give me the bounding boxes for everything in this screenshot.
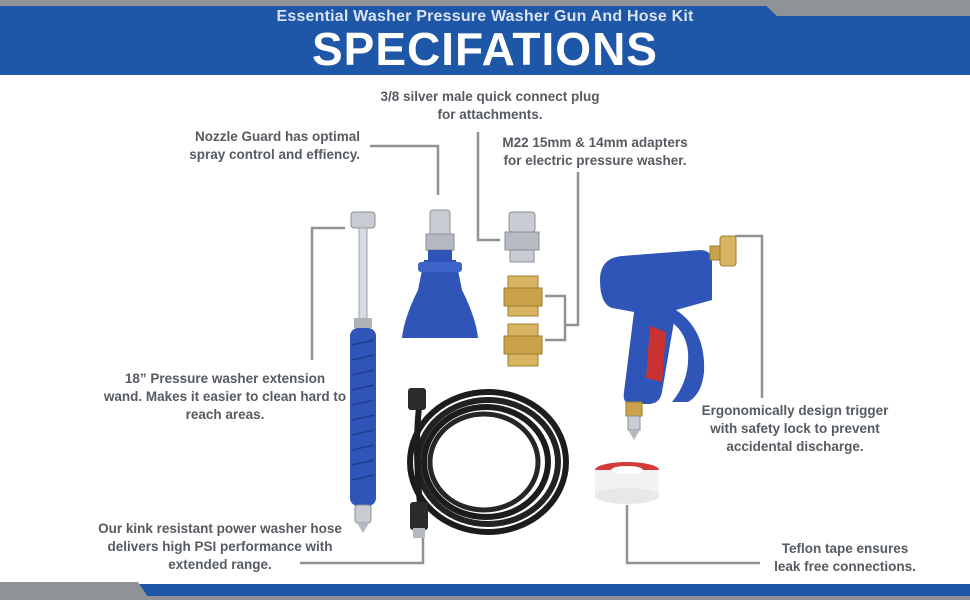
callout-trigger: Ergonomically design trigger with safety… — [690, 402, 900, 456]
callout-teflon-line1: Teflon tape ensures — [781, 541, 909, 556]
footer-gray-strip — [0, 596, 970, 600]
callout-quick-connect-line2: for attachments. — [437, 107, 543, 122]
teflon-tape-image — [595, 462, 659, 504]
pressure-hose-image — [407, 388, 569, 538]
callout-trigger-line1: Ergonomically design trigger — [701, 403, 889, 418]
callout-teflon-line2: leak free connections. — [774, 559, 916, 574]
footer-band — [0, 582, 970, 600]
callout-wand-line3: reach areas. — [185, 407, 265, 422]
callout-trigger-line2: with safety lock to prevent — [710, 421, 880, 436]
callout-trigger-line3: accidental discharge. — [726, 439, 864, 454]
callout-adapters: M22 15mm & 14mm adapters for electric pr… — [495, 134, 695, 170]
callout-quick-connect: 3/8 silver male quick connect plug for a… — [370, 88, 610, 124]
footer-blue-strip — [0, 584, 970, 596]
header-gray-strip — [0, 0, 970, 6]
nozzle-guard-image — [402, 209, 478, 338]
callout-teflon: Teflon tape ensures leak free connection… — [765, 540, 925, 576]
quick-connect-plug-image — [504, 211, 540, 263]
callout-hose: Our kink resistant power washer hose del… — [90, 520, 350, 574]
callout-quick-connect-line1: 3/8 silver male quick connect plug — [380, 89, 600, 104]
spray-gun-image — [600, 235, 737, 440]
callout-hose-line3: extended range. — [168, 557, 272, 572]
callout-adapters-line1: M22 15mm & 14mm adapters — [502, 135, 688, 150]
callout-leader-lines — [300, 132, 764, 565]
extension-wand-image — [350, 211, 376, 533]
callout-wand-line2: wand. Makes it easier to clean hard to — [103, 389, 347, 404]
callout-hose-line2: delivers high PSI performance with — [107, 539, 333, 554]
callout-wand-line1: 18” Pressure washer extension — [124, 371, 326, 386]
callout-wand: 18” Pressure washer extension wand. Make… — [95, 370, 355, 424]
page-title: SPECIFATIONS — [312, 23, 658, 75]
brass-adapter-14mm-image — [503, 323, 543, 367]
header-banner: Essential Washer Pressure Washer Gun And… — [0, 0, 970, 75]
callout-nozzle-guard-line2: spray control and effiency. — [189, 147, 360, 162]
footer-gray-corner — [0, 582, 150, 600]
brass-adapter-15mm-image — [503, 275, 543, 317]
header-subtitle: Essential Washer Pressure Washer Gun And… — [276, 8, 694, 25]
callout-adapters-line2: for electric pressure washer. — [503, 153, 687, 168]
callout-nozzle-guard-line1: Nozzle Guard has optimal — [194, 129, 360, 144]
callout-hose-line1: Our kink resistant power washer hose — [98, 521, 342, 536]
callout-nozzle-guard: Nozzle Guard has optimal spray control a… — [170, 128, 360, 164]
header-gray-corner — [760, 0, 970, 16]
